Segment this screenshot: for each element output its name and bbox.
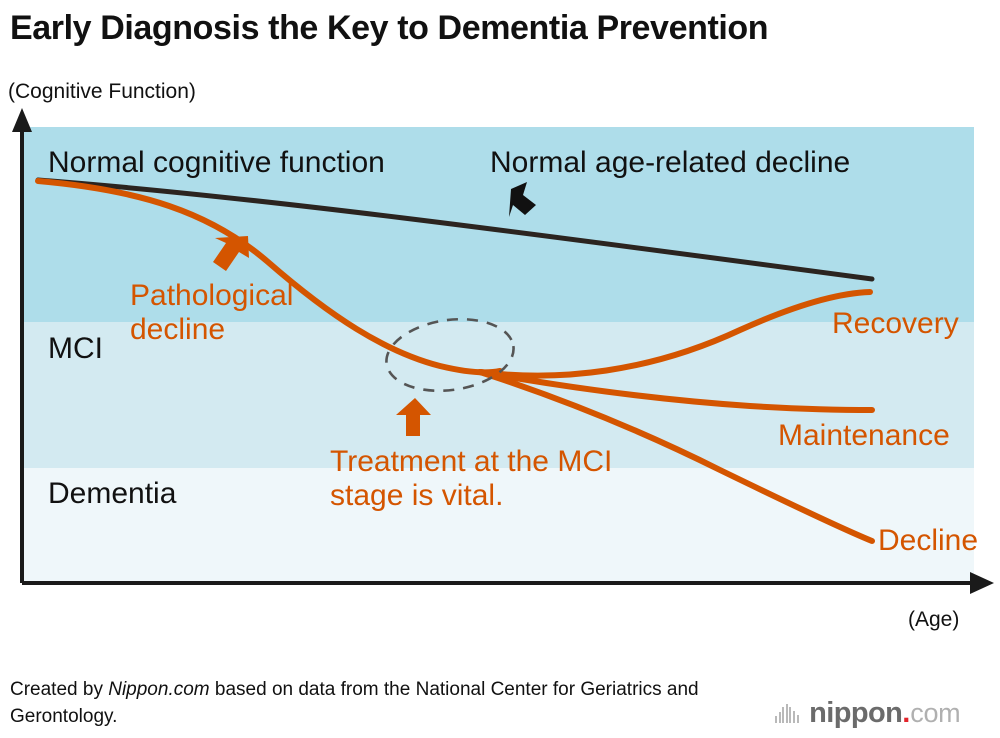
credit-suffix: based on data from the National Center f… bbox=[10, 679, 699, 727]
logo-word: nippon bbox=[809, 696, 903, 729]
label-treatment-at-mci-stage: Treatment at the MCI stage is vital. bbox=[330, 445, 612, 513]
logo-bars-icon bbox=[775, 703, 800, 723]
treatment-line2: stage is vital. bbox=[330, 479, 504, 512]
x-axis-caption: (Age) bbox=[908, 608, 960, 631]
label-decline: Decline bbox=[878, 524, 979, 557]
label-normal-age-related-decline: Normal age-related decline bbox=[490, 146, 851, 179]
label-maintenance: Maintenance bbox=[778, 419, 950, 452]
label-normal-cognitive-function: Normal cognitive function bbox=[48, 146, 385, 179]
treatment-line1: Treatment at the MCI bbox=[330, 445, 613, 478]
pathological-decline-line1: Pathological bbox=[130, 279, 294, 312]
credit-source: Nippon.com bbox=[108, 679, 210, 700]
credit-line: Created by Nippon.com based on data from… bbox=[10, 676, 770, 730]
logo-dot: . bbox=[902, 696, 911, 729]
nippon-logo[interactable]: nippon.com bbox=[775, 696, 961, 729]
label-pathological-decline: Pathological decline bbox=[130, 279, 293, 347]
page-title: Early Diagnosis the Key to Dementia Prev… bbox=[10, 9, 769, 47]
label-mci: MCI bbox=[48, 332, 103, 365]
plot-area bbox=[22, 127, 974, 583]
label-dementia: Dementia bbox=[48, 477, 177, 510]
label-recovery: Recovery bbox=[832, 307, 959, 340]
credit-prefix: Created by bbox=[10, 679, 109, 700]
pathological-decline-line2: decline bbox=[130, 313, 226, 346]
y-axis-caption: (Cognitive Function) bbox=[8, 80, 196, 103]
logo-tld: com bbox=[910, 697, 961, 728]
